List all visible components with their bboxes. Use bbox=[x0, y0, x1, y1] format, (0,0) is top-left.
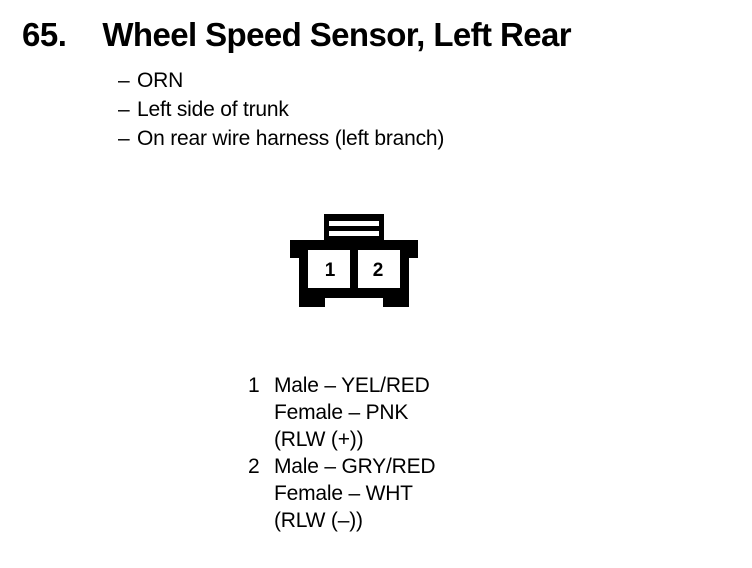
pin-entry-2: 2 Male – GRY/RED 2 Female – WHT 2 (RLW (… bbox=[248, 453, 548, 534]
descriptor-list: –ORN –Left side of trunk –On rear wire h… bbox=[118, 66, 678, 153]
connector-body-icon bbox=[290, 240, 418, 307]
descriptor-item-harness: –On rear wire harness (left branch) bbox=[118, 124, 678, 153]
connector-diagram: 1 2 bbox=[288, 212, 438, 316]
pin-row: 1 Female – PNK bbox=[248, 399, 548, 426]
descriptor-text: On rear wire harness (left branch) bbox=[137, 127, 445, 150]
pin-index-label: 1 bbox=[248, 374, 260, 397]
pin-circuit-designation: (RLW (–)) bbox=[274, 509, 363, 532]
locking-tab-icon bbox=[324, 214, 384, 244]
pin-legend: 1 Male – YEL/RED 1 Female – PNK 1 (RLW (… bbox=[248, 372, 548, 534]
pin-cavity-label-1: 1 bbox=[325, 260, 336, 281]
item-number: 65. bbox=[22, 16, 67, 53]
dash-bullet-icon: – bbox=[118, 98, 130, 121]
pin-male-wire-color: Male – YEL/RED bbox=[274, 374, 430, 397]
dash-bullet-icon: – bbox=[118, 69, 130, 92]
pin-row: 2 Female – WHT bbox=[248, 480, 548, 507]
pin-female-wire-color: Female – WHT bbox=[274, 482, 413, 505]
pin-row: 1 Male – YEL/RED bbox=[248, 372, 548, 399]
pin-circuit-designation: (RLW (+)) bbox=[274, 428, 364, 451]
descriptor-item-location: –Left side of trunk bbox=[118, 95, 678, 124]
pin-row: 1 (RLW (+)) bbox=[248, 426, 548, 453]
pin-entry-1: 1 Male – YEL/RED 1 Female – PNK 1 (RLW (… bbox=[248, 372, 548, 453]
dash-bullet-icon: – bbox=[118, 127, 130, 150]
pin-female-wire-color: Female – PNK bbox=[274, 401, 409, 424]
descriptor-text: ORN bbox=[137, 69, 184, 92]
pin-row: 2 (RLW (–)) bbox=[248, 507, 548, 534]
connector-illustration: 1 2 bbox=[290, 214, 418, 307]
pin-index-label: 2 bbox=[248, 455, 260, 478]
pin-male-wire-color: Male – GRY/RED bbox=[274, 455, 436, 478]
page-header: 65. Wheel Speed Sensor, Left Rear bbox=[22, 16, 732, 60]
pin-cavity-label-2: 2 bbox=[373, 260, 384, 281]
pin-row: 2 Male – GRY/RED bbox=[248, 453, 548, 480]
descriptor-text: Left side of trunk bbox=[137, 98, 289, 121]
descriptor-item-wire-color: –ORN bbox=[118, 66, 678, 95]
page-title: Wheel Speed Sensor, Left Rear bbox=[102, 16, 571, 53]
